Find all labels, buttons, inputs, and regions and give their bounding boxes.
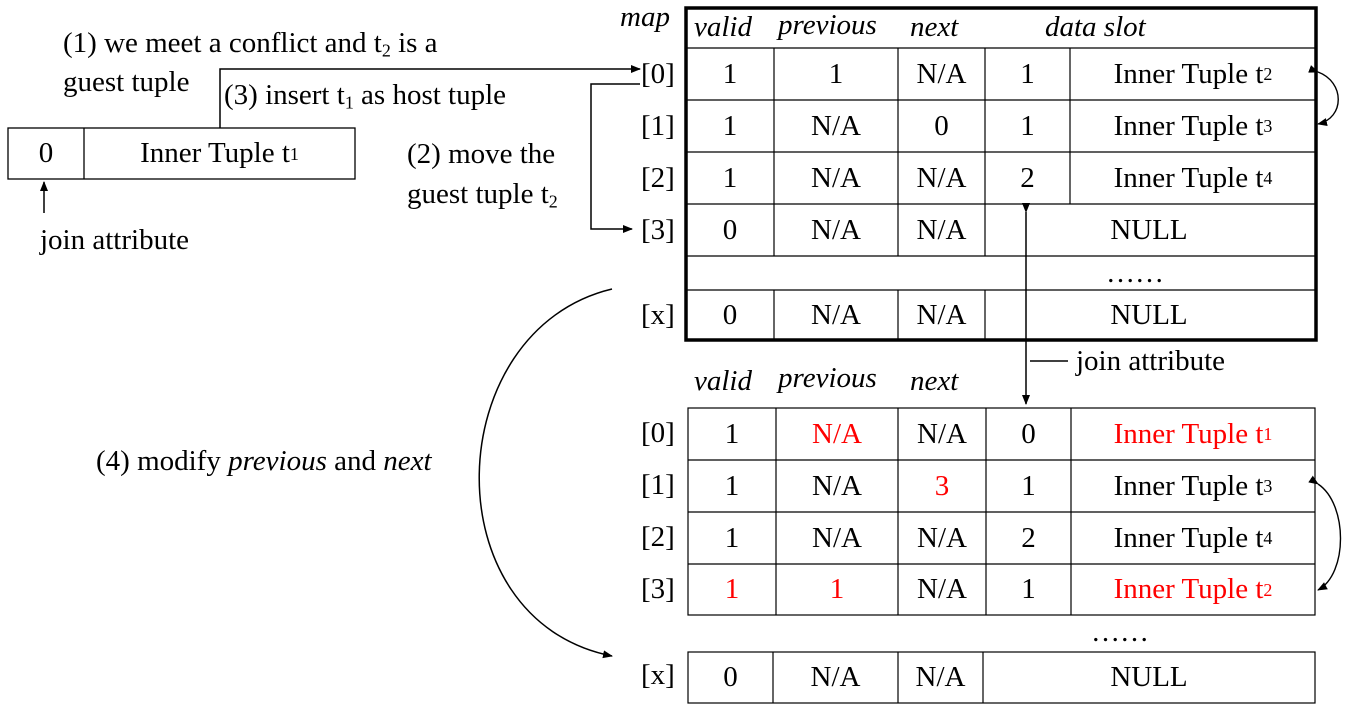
top-row3-previous: N/A	[811, 213, 861, 246]
top-header-data-slot: data slot	[1045, 11, 1146, 43]
step3-text: (3) insert t1 as host tuple	[224, 79, 507, 113]
bottom-row3-valid: 1	[724, 573, 740, 605]
top-table-frame	[684, 6, 1318, 342]
bottom-row2-previous: N/A	[812, 521, 862, 554]
bottom-index-x: [x]	[641, 659, 675, 691]
top-row0-previous: 1	[828, 57, 844, 90]
top-header-next: next	[910, 11, 959, 43]
top-row2-previous: N/A	[811, 161, 861, 194]
bottom-row0-previous: N/A	[812, 417, 862, 450]
step4-text: (4) modify previous and next	[96, 445, 432, 477]
top-ellipsis: ……	[1106, 256, 1164, 289]
top-header-valid: valid	[694, 11, 752, 43]
bottom-row3-previous: 1	[829, 573, 845, 605]
bottom-row2-key: 2	[1021, 521, 1036, 554]
bottom-row1-previous: N/A	[812, 469, 862, 502]
bottom-row1-valid: 1	[724, 469, 740, 502]
step1-text-line1: (1) we meet a conflict and t2 is a	[63, 27, 438, 61]
step2-text-line1: (2) move the	[407, 138, 556, 170]
top-index-2: [2]	[641, 162, 675, 194]
outer-tuple-box	[7, 127, 356, 180]
bottom-index-1: [1]	[641, 469, 675, 501]
join-attribute-left-label: join attribute	[40, 224, 189, 256]
top-index-1: [1]	[641, 110, 675, 142]
top-row3-valid: 0	[722, 213, 738, 246]
top-row0-key: 1	[1020, 57, 1035, 90]
top-row0-next: N/A	[916, 57, 967, 90]
top-row1-key: 1	[1020, 109, 1035, 142]
map-label: map	[620, 1, 670, 33]
insert-host-arrow	[219, 65, 641, 128]
bottom-row3-key: 1	[1021, 573, 1036, 605]
join-attribute-right-label: join attribute	[1076, 345, 1225, 377]
modify-curve-arrow	[478, 288, 613, 659]
top-row1-valid: 1	[722, 109, 738, 142]
top-header-previous: previous	[778, 9, 877, 41]
top-row3-next: N/A	[916, 213, 967, 246]
bottom-row1-key: 1	[1021, 469, 1036, 502]
bottom-index-3: [3]	[641, 573, 675, 605]
chain-arrow-top	[1308, 65, 1339, 126]
bottom-ellipsis: ……	[1091, 615, 1149, 648]
top-row0-valid: 1	[722, 57, 738, 90]
bottom-header-next: next	[910, 365, 959, 397]
bottom-index-2: [2]	[641, 521, 675, 553]
top-rowx-slot: NULL	[1110, 298, 1188, 331]
bottom-rowx-slot: NULL	[1110, 661, 1188, 693]
bottom-row2-next: N/A	[917, 521, 967, 554]
outer-tuple-key: 0	[38, 137, 54, 169]
top-rowx-previous: N/A	[811, 298, 861, 331]
top-rowx-next: N/A	[916, 298, 967, 331]
top-row1-next: 0	[934, 109, 949, 142]
bottom-rowx-next: N/A	[915, 661, 966, 693]
step1-text-line2: guest tuple	[63, 66, 190, 98]
chain-arrow-bottom	[1308, 475, 1342, 591]
top-index-3: [3]	[641, 214, 675, 246]
bottom-row2-valid: 1	[724, 521, 740, 554]
bottom-row0-next: N/A	[917, 417, 967, 450]
top-row3-slot: NULL	[1110, 213, 1188, 246]
bottom-row3-next: N/A	[917, 573, 967, 605]
bottom-rowx-previous: N/A	[810, 661, 861, 693]
bottom-row0-key: 0	[1021, 417, 1036, 450]
bottom-row1-next: 3	[934, 469, 950, 502]
move-guest-arrow	[590, 83, 640, 233]
top-row1-previous: N/A	[811, 109, 861, 142]
top-index-0: [0]	[641, 58, 675, 90]
step2-text-line2: guest tuple t2	[407, 178, 558, 212]
top-index-x: [x]	[641, 299, 675, 331]
bottom-header-valid: valid	[694, 365, 752, 397]
bottom-index-0: [0]	[641, 417, 675, 449]
bottom-row0-valid: 1	[724, 417, 740, 450]
top-row2-valid: 1	[722, 161, 738, 194]
top-row2-next: N/A	[916, 161, 967, 194]
bottom-rowx-valid: 0	[723, 661, 738, 693]
top-row2-key: 2	[1020, 161, 1035, 194]
top-rowx-valid: 0	[722, 298, 738, 331]
bottom-header-previous: previous	[778, 362, 877, 394]
